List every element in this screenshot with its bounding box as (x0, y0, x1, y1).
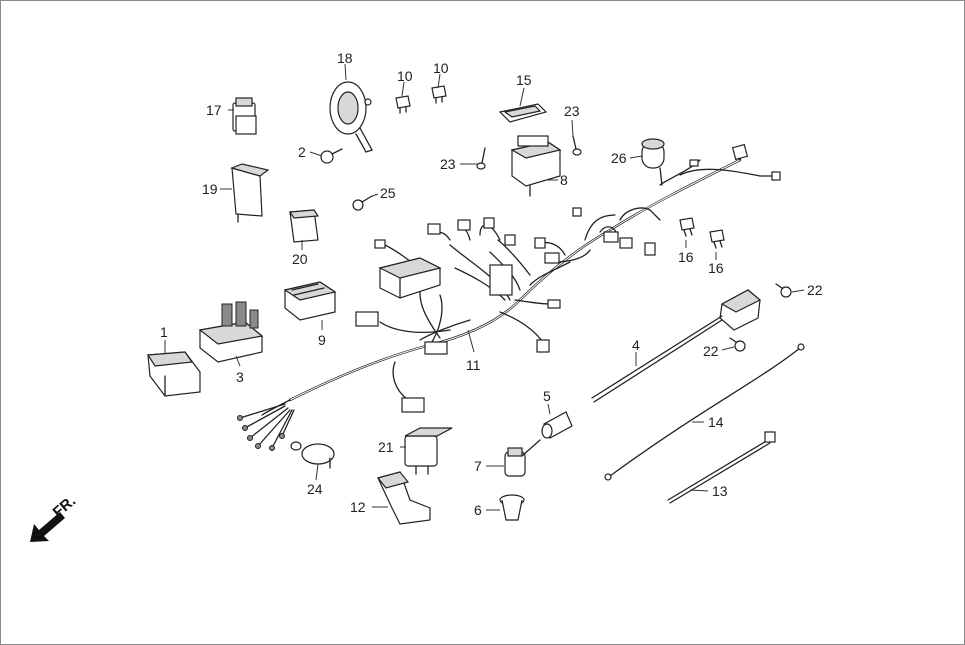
part-22-bolt-b (729, 337, 746, 352)
callout-25: 25 (380, 185, 396, 201)
callout-labels: 18 10 10 15 23 17 2 19 20 25 23 8 26 16 … (160, 50, 823, 518)
callout-9: 9 (318, 332, 326, 348)
front-direction-indicator: FR. (30, 493, 79, 542)
leader-lines (164, 63, 805, 511)
part-10-fuse-b (431, 85, 447, 104)
callout-4: 4 (632, 337, 640, 353)
part-10-fuse-a (395, 95, 411, 114)
callout-13: 13 (712, 483, 728, 499)
callout-23a: 23 (440, 156, 456, 172)
part-16-fuse-a (679, 217, 695, 237)
part-8-module (510, 135, 562, 197)
part-18-horn (329, 81, 373, 153)
part-13-cable-tie (667, 431, 776, 504)
arrow-down-left-icon (30, 512, 65, 542)
direction-label: FR. (50, 493, 79, 522)
part-23-screw-a (476, 147, 486, 170)
part-12-holder (376, 471, 431, 525)
part-1-rubber-cover (146, 351, 201, 397)
part-7-plug-cap (504, 439, 541, 477)
callout-11: 11 (466, 357, 481, 373)
part-5-cap (541, 411, 573, 439)
callout-24: 24 (307, 481, 323, 497)
part-23-screw-b (572, 135, 582, 156)
part-20-relay (288, 209, 320, 243)
part-22-bolt-a (775, 283, 792, 298)
callout-21: 21 (378, 439, 394, 455)
part-3-module (198, 301, 264, 363)
part-17-relay (232, 97, 257, 135)
callout-10a: 10 (397, 68, 413, 84)
part-19-box (230, 163, 270, 223)
callout-17: 17 (206, 102, 222, 118)
part-6-grommet (499, 494, 525, 521)
callout-19: 19 (202, 181, 218, 197)
callout-23b: 23 (564, 103, 580, 119)
callout-12: 12 (350, 499, 366, 515)
callout-22b: 22 (703, 343, 719, 359)
callout-3: 3 (236, 369, 244, 385)
part-4-ignition-coil (591, 289, 762, 403)
callout-10b: 10 (433, 60, 449, 76)
part-9-rectifier (283, 281, 337, 321)
callout-5: 5 (543, 388, 551, 404)
callout-26: 26 (611, 150, 627, 166)
part-26-capacitor (641, 138, 665, 186)
part-16-fuse-b (709, 229, 725, 249)
callout-15: 15 (516, 72, 532, 88)
callout-1: 1 (160, 324, 168, 340)
part-2-bolt (320, 148, 343, 164)
callout-16b: 16 (708, 260, 724, 276)
callout-18: 18 (337, 50, 353, 66)
callout-7: 7 (474, 458, 482, 474)
callout-6: 6 (474, 502, 482, 518)
wiring-harness (237, 143, 781, 451)
harness-junction-box (378, 257, 442, 299)
part-15-cover (498, 103, 548, 123)
callout-16a: 16 (678, 249, 694, 265)
callout-22a: 22 (807, 282, 823, 298)
part-21-relay (404, 427, 453, 475)
part-25-bolt (352, 195, 373, 211)
callout-8: 8 (560, 172, 568, 188)
callout-2: 2 (298, 144, 306, 160)
part-14-cable (604, 343, 805, 481)
part-24-clamp (290, 441, 335, 469)
callout-14: 14 (708, 414, 724, 430)
callout-20: 20 (292, 251, 308, 267)
